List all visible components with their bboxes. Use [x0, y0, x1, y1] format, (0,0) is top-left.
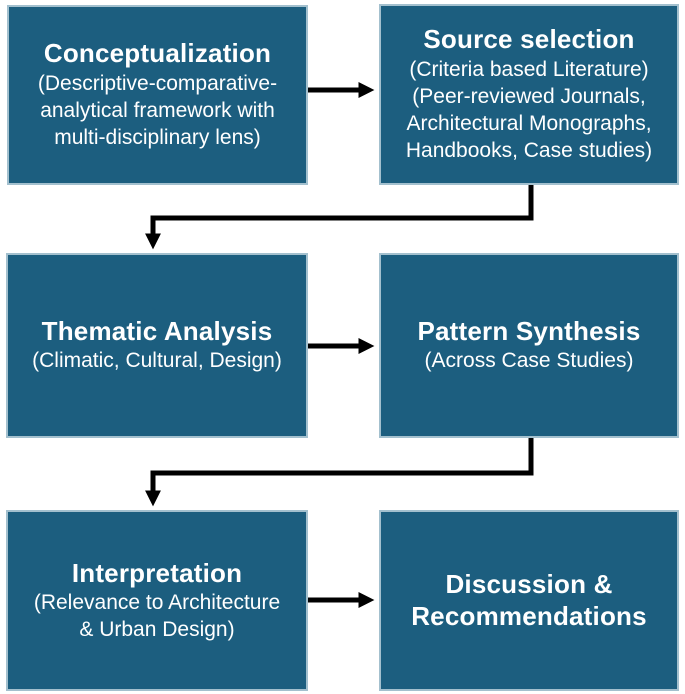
- box-subtitle-line: (Peer-reviewed Journals,: [412, 84, 646, 108]
- box-subtitle-line: (Criteria based Literature): [409, 57, 649, 81]
- box-title-line: Recommendations: [411, 600, 647, 631]
- box-subtitle-line: analytical framework with: [40, 98, 275, 122]
- box-conceptualization: Conceptualization (Descriptive-comparati…: [7, 5, 308, 185]
- box-thematic-analysis: Thematic Analysis (Climatic, Cultural, D…: [6, 253, 308, 438]
- box-subtitle-line: (Relevance to Architecture: [33, 590, 281, 614]
- box-subtitle-line: (Descriptive-comparative-: [37, 71, 278, 95]
- box-title: Conceptualization: [43, 38, 272, 69]
- box-title: Interpretation: [71, 557, 243, 588]
- arrow-source-selection-to-thematic-analysis: [144, 185, 534, 250]
- box-pattern-synthesis: Pattern Synthesis (Across Case Studies): [379, 253, 679, 438]
- box-subtitle-line: Architectural Monographs,: [406, 112, 652, 136]
- box-source-selection: Source selection (Criteria based Literat…: [379, 4, 679, 185]
- box-title-line: Discussion &: [445, 569, 613, 600]
- box-discussion-recommendations: Discussion & Recommendations: [379, 510, 679, 691]
- box-subtitle-line: (Across Case Studies): [424, 349, 634, 373]
- box-title: Pattern Synthesis: [417, 316, 641, 347]
- box-subtitle-line: multi-disciplinary lens): [54, 126, 261, 150]
- box-subtitle-line: & Urban Design): [79, 618, 235, 642]
- box-subtitle-line: Handbooks, Case studies): [405, 139, 653, 163]
- box-subtitle-line: (Climatic, Cultural, Design): [32, 349, 282, 373]
- box-interpretation: Interpretation (Relevance to Architectur…: [6, 510, 308, 691]
- box-title: Source selection: [423, 24, 635, 55]
- box-title: Thematic Analysis: [41, 316, 273, 347]
- arrow-pattern-synthesis-to-interpretation: [144, 438, 534, 507]
